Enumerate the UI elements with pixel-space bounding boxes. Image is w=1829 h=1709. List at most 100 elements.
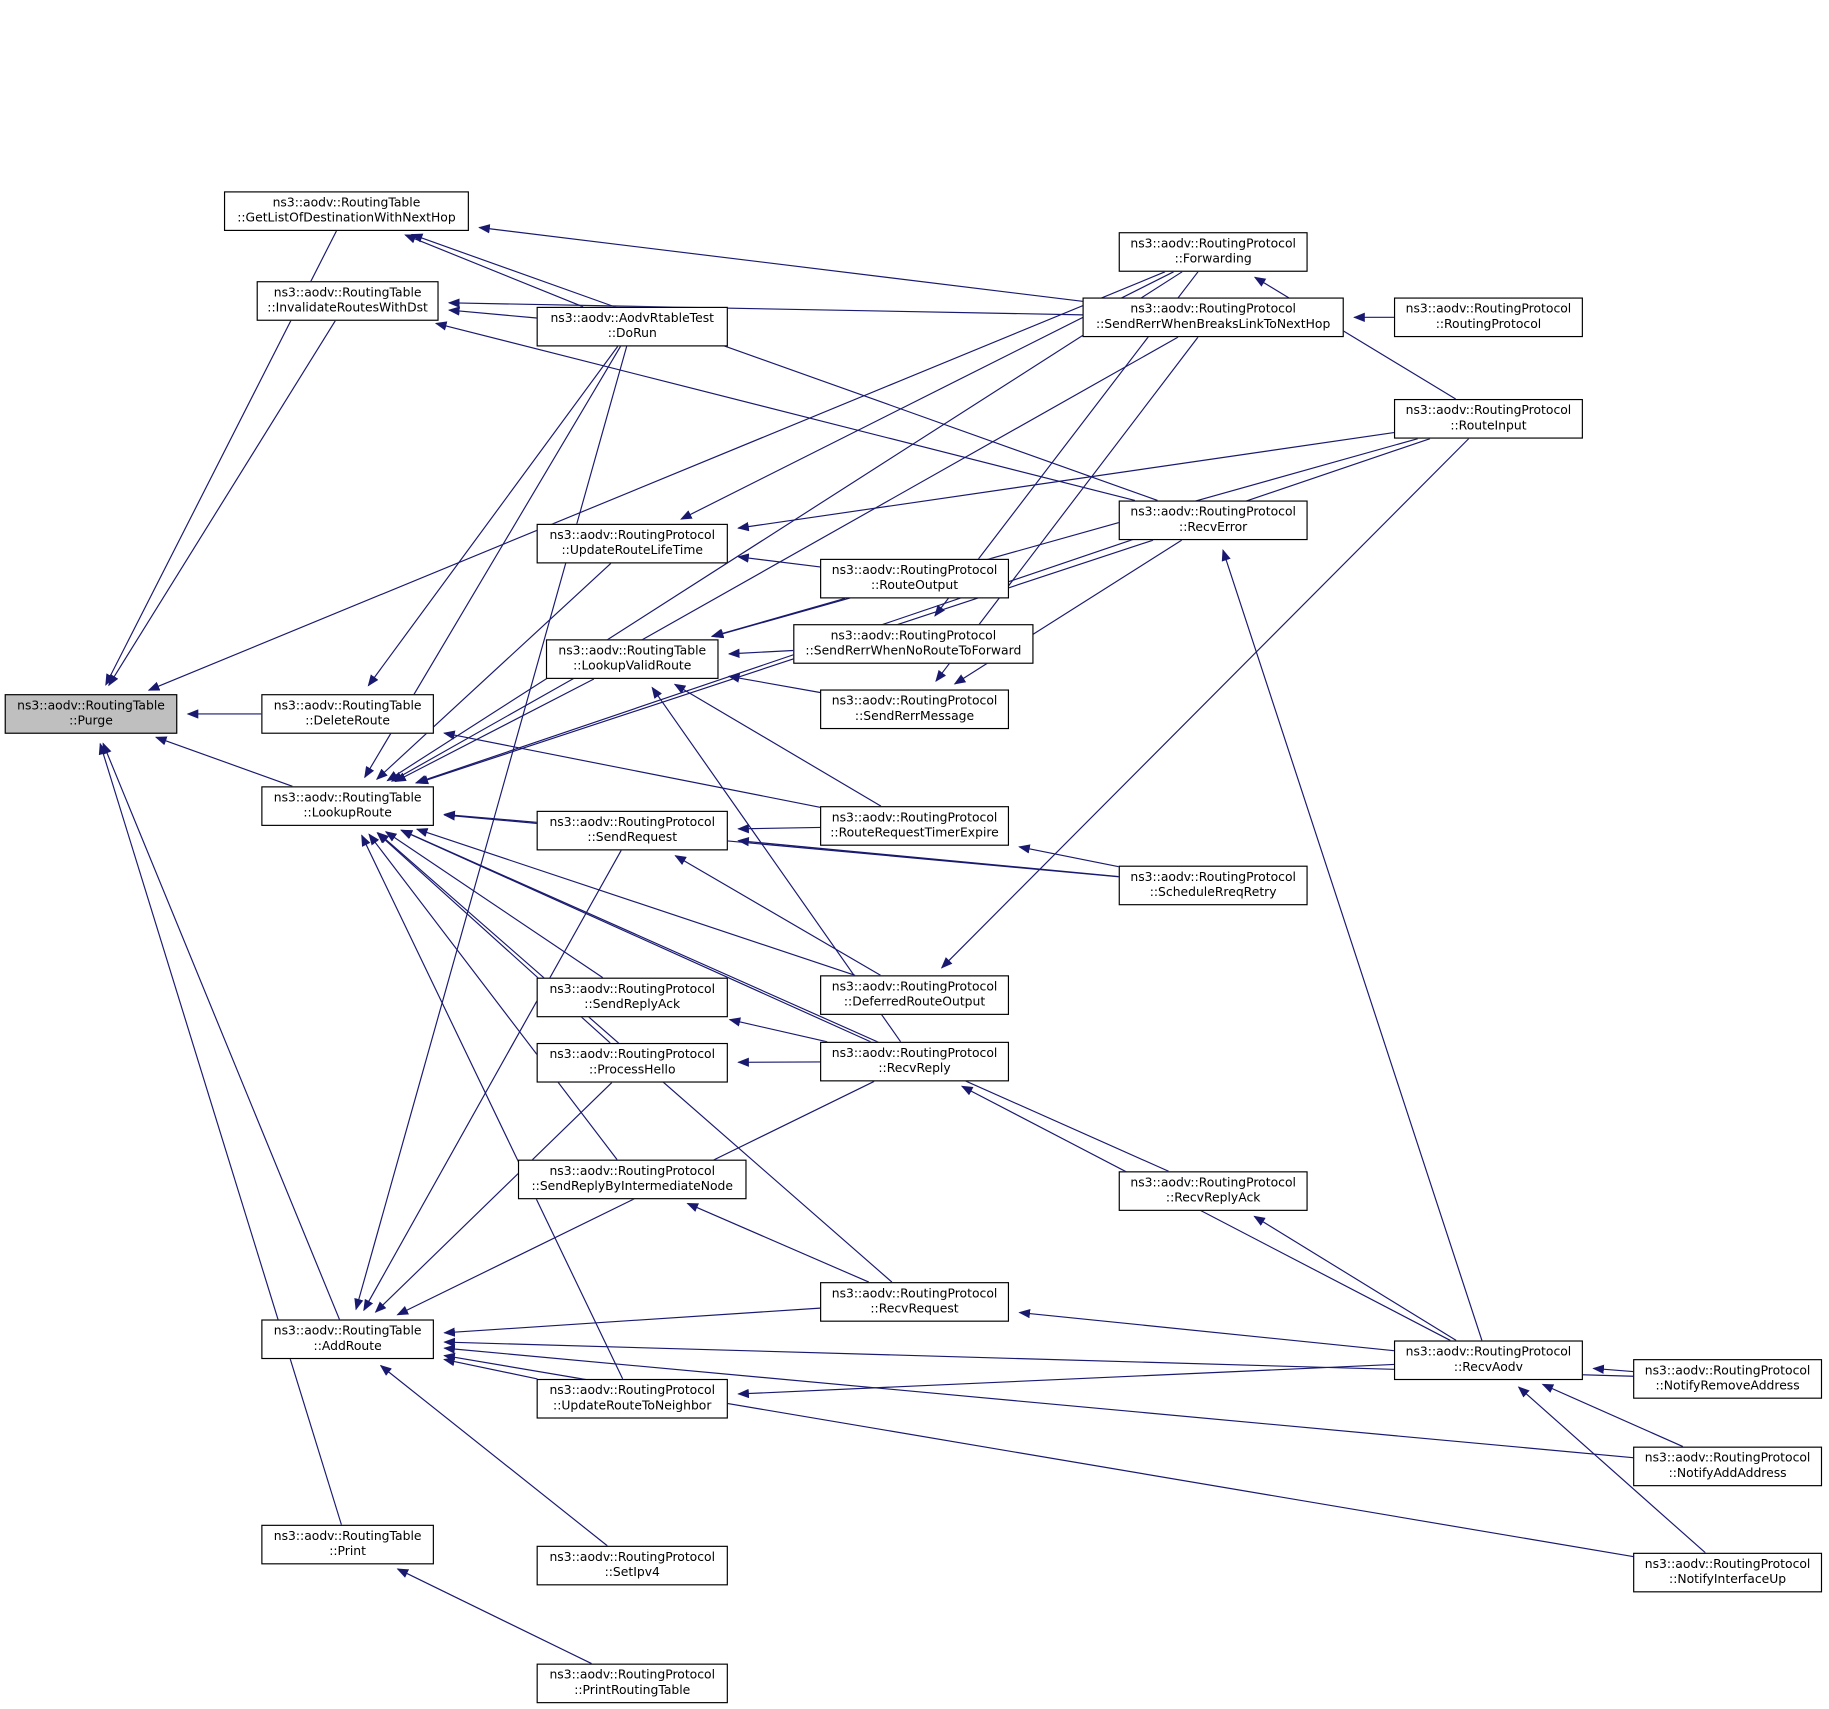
- node-method-label: ::NotifyRemoveAddress: [1655, 1378, 1800, 1393]
- edge-addroute-processhello: [374, 1082, 613, 1313]
- node-invalidate-routes-with-dst[interactable]: ns3::aodv::RoutingTable ::InvalidateRout…: [256, 281, 439, 321]
- edge-sendreplyack-recvreply: [728, 1017, 828, 1043]
- node-send-request[interactable]: ns3::aodv::RoutingProtocol ::SendRequest: [536, 810, 728, 851]
- edge-updatelifetime-routeoutput: [737, 553, 821, 568]
- edge-lookuproute-routeinput: [414, 438, 1431, 784]
- node-lookup-route[interactable]: ns3::aodv::RoutingTable ::LookupRoute: [261, 786, 434, 826]
- node-class-label: ns3::aodv::RoutingProtocol: [1130, 1175, 1296, 1190]
- node-send-rerr-when-no-route-to-forward[interactable]: ns3::aodv::RoutingProtocol ::SendRerrWhe…: [793, 624, 1034, 664]
- node-send-reply-ack[interactable]: ns3::aodv::RoutingProtocol ::SendReplyAc…: [536, 977, 728, 1018]
- node-method-label: ::ScheduleRreqRetry: [1149, 885, 1277, 900]
- node-recv-reply[interactable]: ns3::aodv::RoutingProtocol ::RecvReply: [820, 1041, 1010, 1082]
- node-notify-add-address[interactable]: ns3::aodv::RoutingProtocol ::NotifyAddAd…: [1633, 1446, 1823, 1487]
- node-schedule-rreq-retry[interactable]: ns3::aodv::RoutingProtocol ::ScheduleRre…: [1118, 865, 1308, 906]
- node-route-request-timer-expire[interactable]: ns3::aodv::RoutingProtocol ::RouteReques…: [820, 806, 1010, 846]
- node-add-route[interactable]: ns3::aodv::RoutingTable ::AddRoute: [261, 1319, 434, 1360]
- node-class-label: ns3::aodv::RoutingProtocol: [1405, 1345, 1572, 1360]
- node-print-routing-table[interactable]: ns3::aodv::RoutingProtocol ::PrintRoutin…: [536, 1663, 728, 1704]
- node-class-label: ns3::aodv::RoutingProtocol: [1130, 505, 1296, 520]
- node-notify-remove-address[interactable]: ns3::aodv::RoutingProtocol ::NotifyRemov…: [1633, 1359, 1823, 1399]
- node-send-rerr-when-breaks-link-to-next-hop[interactable]: ns3::aodv::RoutingProtocol ::SendRerrWhe…: [1082, 297, 1344, 338]
- edge-lookuproute-recvreply: [400, 829, 871, 1043]
- edge-updateneighbor-recvaodv: [737, 1363, 1394, 1399]
- node-method-label: ::DeleteRoute: [305, 713, 391, 728]
- node-class-label: ns3::aodv::RoutingTable: [273, 790, 422, 805]
- node-recv-reply-ack[interactable]: ns3::aodv::RoutingProtocol ::RecvReplyAc…: [1118, 1171, 1308, 1211]
- edge-sendrequest-rreqtimer: [737, 824, 821, 834]
- node-send-reply-by-intermediate-node[interactable]: ns3::aodv::RoutingProtocol ::SendReplyBy…: [517, 1159, 747, 1200]
- node-class-label: ns3::aodv::RoutingProtocol: [831, 1286, 998, 1301]
- node-method-label: ::RecvError: [1179, 520, 1248, 535]
- node-class-label: ns3::aodv::RoutingProtocol: [549, 1047, 716, 1062]
- node-recv-request[interactable]: ns3::aodv::RoutingProtocol ::RecvRequest: [820, 1282, 1010, 1322]
- node-forwarding[interactable]: ns3::aodv::RoutingProtocol ::Forwarding: [1118, 232, 1308, 272]
- node-class-label: ns3::aodv::RoutingProtocol: [1130, 236, 1296, 251]
- node-get-list-of-destination-with-next-hop[interactable]: ns3::aodv::RoutingTable ::GetListOfDesti…: [223, 191, 469, 231]
- node-set-ipv4[interactable]: ns3::aodv::RoutingProtocol ::SetIpv4: [536, 1545, 728, 1586]
- node-method-label: ::PrintRoutingTable: [574, 1683, 691, 1698]
- node-update-route-to-neighbor[interactable]: ns3::aodv::RoutingProtocol ::UpdateRoute…: [536, 1378, 728, 1419]
- edge-recvrequest-recvaodv: [1018, 1308, 1395, 1352]
- edge-lookupvalid-sendrerrnoroute: [727, 648, 794, 658]
- node-method-label: ::SendReplyByIntermediateNode: [531, 1179, 733, 1194]
- edge-recvaodv-notifyadd: [1541, 1383, 1684, 1448]
- node-delete-route[interactable]: ns3::aodv::RoutingTable ::DeleteRoute: [261, 694, 434, 734]
- node-method-label: ::RecvRequest: [870, 1301, 959, 1316]
- edge-lookuproute-sendrerrbreaks: [390, 336, 1179, 782]
- edge-lookuproute-updatelifetime: [376, 563, 612, 780]
- node-method-label: ::DoRun: [607, 326, 657, 341]
- node-class-label: ns3::aodv::RoutingProtocol: [549, 815, 716, 830]
- node-deferred-route-output[interactable]: ns3::aodv::RoutingProtocol ::DeferredRou…: [820, 975, 1010, 1015]
- node-class-label: ns3::aodv::RoutingTable: [273, 1324, 422, 1339]
- edge-addroute-notifyadd: [443, 1344, 1634, 1459]
- edge-print-printrouting: [396, 1568, 592, 1665]
- node-class-label: ns3::aodv::RoutingProtocol: [1644, 1363, 1811, 1378]
- node-method-label: ::ProcessHello: [588, 1062, 676, 1077]
- edge-getlist-dorun: [404, 234, 584, 308]
- node-recv-error[interactable]: ns3::aodv::RoutingProtocol ::RecvError: [1118, 500, 1308, 541]
- node-class-label: ns3::aodv::RoutingTable: [273, 285, 422, 300]
- node-route-input[interactable]: ns3::aodv::RoutingProtocol ::RouteInput: [1393, 398, 1583, 439]
- edge-purge-invalidate: [108, 320, 336, 687]
- edge-invalidate-recverror: [434, 321, 1136, 502]
- edge-addroute-dorun: [354, 346, 628, 1311]
- edge-lookuproute-forwarding: [386, 271, 1183, 782]
- node-lookup-valid-route[interactable]: ns3::aodv::RoutingTable ::LookupValidRou…: [545, 639, 719, 679]
- edge-updatelifetime-routeinput: [737, 431, 1395, 532]
- node-class-label: ns3::aodv::RoutingProtocol: [831, 1046, 998, 1061]
- node-notify-interface-up[interactable]: ns3::aodv::RoutingProtocol ::NotifyInter…: [1633, 1552, 1823, 1593]
- node-method-label: ::SendRequest: [587, 830, 678, 845]
- node-class-label: ns3::aodv::RoutingProtocol: [549, 1668, 716, 1683]
- node-class-label: ns3::aodv::RoutingTable: [273, 698, 422, 713]
- node-update-route-life-time[interactable]: ns3::aodv::RoutingProtocol ::UpdateRoute…: [536, 523, 728, 564]
- node-method-label: ::Purge: [69, 713, 113, 728]
- node-routing-protocol-constructor[interactable]: ns3::aodv::RoutingProtocol ::RoutingProt…: [1393, 297, 1583, 338]
- edge-lookupvalid-rreqtimer: [673, 683, 882, 807]
- node-method-label: ::LookupValidRoute: [573, 659, 692, 674]
- node-method-label: ::InvalidateRoutesWithDst: [267, 300, 428, 315]
- node-method-label: ::SendRerrMessage: [854, 709, 975, 724]
- node-print[interactable]: ns3::aodv::RoutingTable ::Print: [261, 1524, 434, 1565]
- node-recv-aodv[interactable]: ns3::aodv::RoutingProtocol ::RecvAodv: [1393, 1340, 1583, 1381]
- edge-lookuproute-deferred: [415, 828, 856, 976]
- edge-purge-lookuproute: [154, 736, 293, 787]
- node-route-output[interactable]: ns3::aodv::RoutingProtocol ::RouteOutput: [820, 558, 1010, 599]
- edge-lookuproute-sendrequest: [443, 810, 537, 823]
- node-method-label: ::RecvAodv: [1453, 1360, 1523, 1375]
- node-class-label: ns3::aodv::RoutingTable: [273, 1529, 422, 1544]
- node-method-label: ::RouteInput: [1450, 418, 1527, 433]
- edge-purge-print: [98, 742, 342, 1525]
- node-class-label: ns3::aodv::RoutingProtocol: [1130, 870, 1296, 885]
- node-method-label: ::GetListOfDestinationWithNextHop: [237, 211, 456, 226]
- node-method-label: ::RecvReplyAck: [1165, 1191, 1261, 1206]
- node-do-run[interactable]: ns3::aodv::AodvRtableTest ::DoRun: [536, 306, 728, 347]
- edge-sendrequest-deferred: [674, 855, 881, 976]
- node-process-hello[interactable]: ns3::aodv::RoutingProtocol ::ProcessHell…: [536, 1042, 728, 1083]
- node-purge: ns3::aodv::RoutingTable ::Purge: [4, 694, 178, 734]
- node-method-label: ::RoutingProtocol: [1435, 317, 1542, 332]
- node-method-label: ::SendRerrWhenNoRouteToForward: [805, 643, 1022, 658]
- edge-addroute-recvrequest: [443, 1307, 821, 1337]
- node-send-rerr-message[interactable]: ns3::aodv::RoutingProtocol ::SendRerrMes…: [820, 689, 1010, 730]
- node-class-label: ns3::aodv::RoutingProtocol: [831, 563, 998, 578]
